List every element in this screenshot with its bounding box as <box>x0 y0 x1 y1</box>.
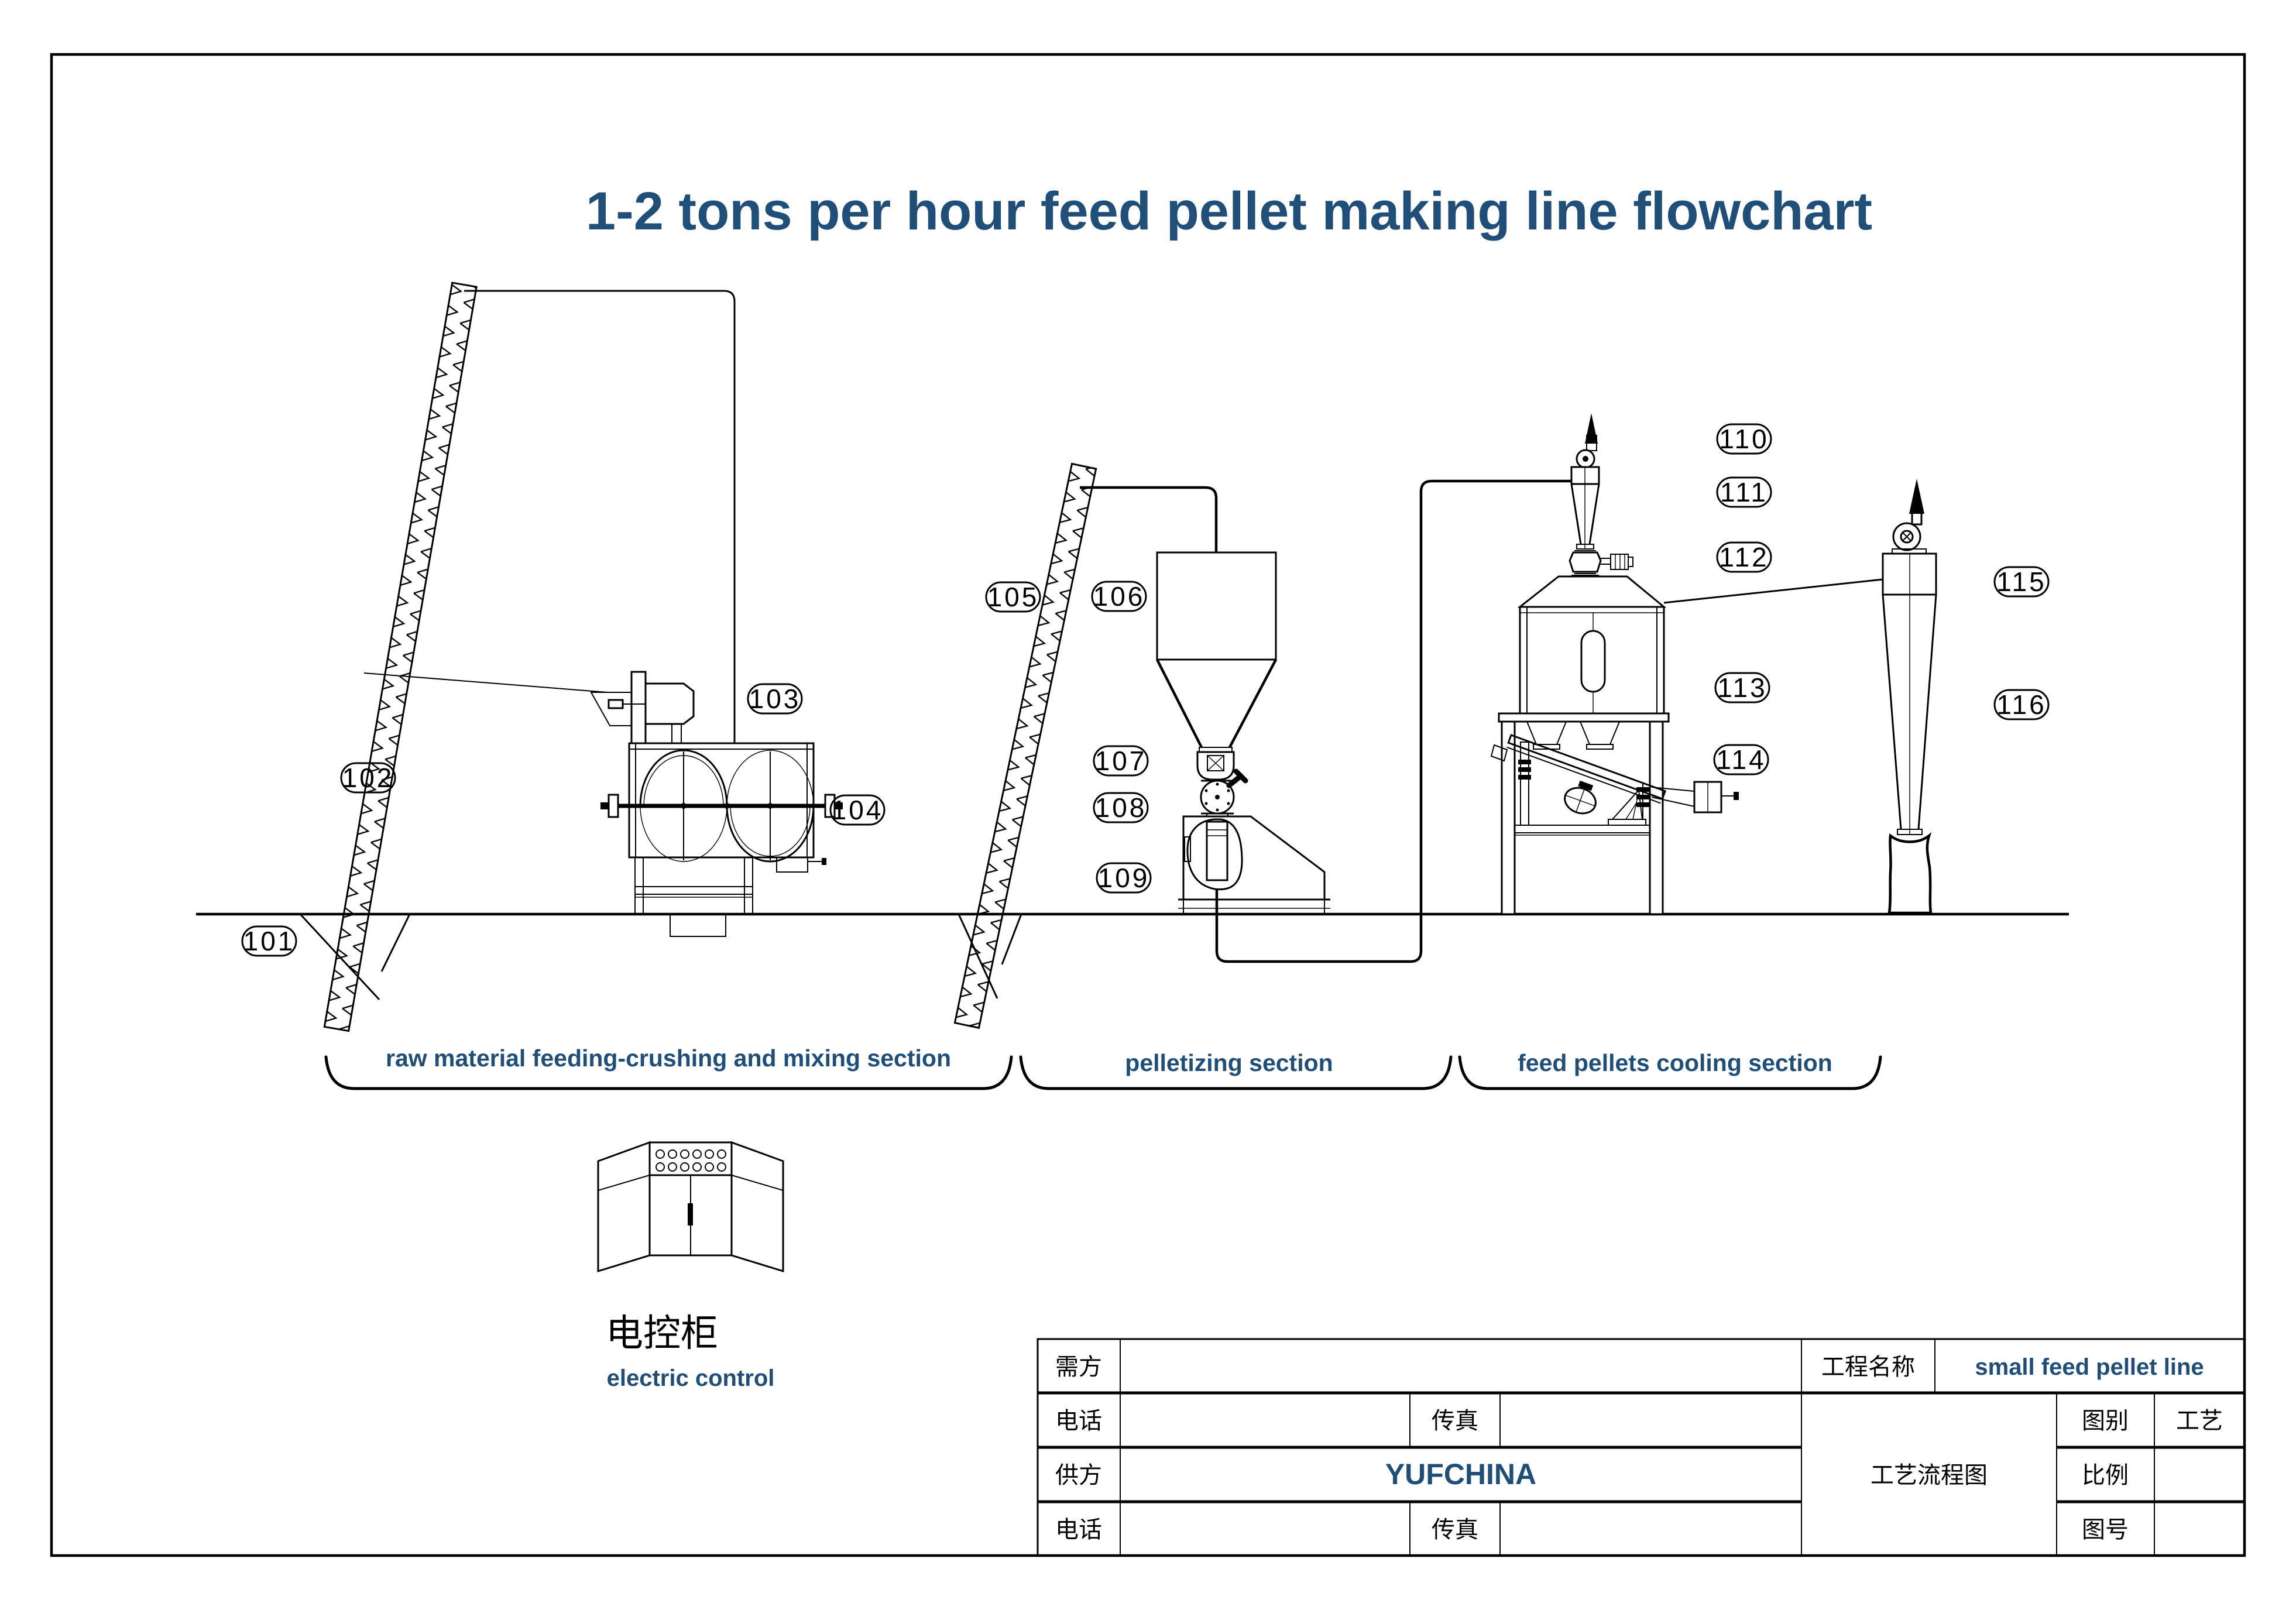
svg-text:101: 101 <box>243 926 296 956</box>
component-label-105: 105 <box>985 581 1041 613</box>
drawing-title-cell: 工艺流程图 <box>1871 1462 1988 1489</box>
supplier-label: 供方 <box>1055 1462 1102 1489</box>
drawing-no-label: 图号 <box>2082 1516 2129 1543</box>
component-label-111: 111 <box>1716 476 1772 508</box>
title-block: 需方 电话 传真 供方 电话 传真 工程名称 small feed pellet… <box>1037 1338 2246 1557</box>
svg-text:109: 109 <box>1098 863 1150 893</box>
electric-control-caption-en: electric control <box>607 1365 775 1391</box>
fax-label-1: 传真 <box>1432 1408 1478 1434</box>
section-label-pelletizing: pelletizing section <box>1125 1049 1333 1076</box>
rotary-airlock-112 <box>1569 550 1633 580</box>
project-name-label: 工程名称 <box>1821 1354 1915 1381</box>
cooler-exhaust-pipe <box>1663 578 1883 604</box>
section-brace-pelletizing <box>1019 1055 1453 1090</box>
project-name-value: small feed pellet line <box>1975 1354 2204 1380</box>
component-label-109: 109 <box>1096 862 1152 894</box>
electric-control-cabinet <box>597 1141 784 1273</box>
hopper-feed-pipe <box>1080 486 1218 552</box>
fax-label-2: 传真 <box>1432 1516 1478 1543</box>
feeder-107 <box>1196 751 1235 781</box>
component-label-116: 116 <box>1993 689 2050 720</box>
svg-text:113: 113 <box>1717 672 1767 703</box>
electric-control-caption-zh: 电控柜 <box>606 1312 718 1355</box>
cyclone-111 <box>1570 466 1600 550</box>
exhaust-fan-110 <box>1576 413 1598 469</box>
section-brace-cooling <box>1458 1055 1882 1090</box>
page-title: 1-2 tons per hour feed pellet making lin… <box>586 181 1872 241</box>
svg-text:103: 103 <box>749 684 801 714</box>
component-labels: 101 102 103 104 105 106 107 108 <box>241 423 2050 957</box>
hopper-106 <box>1155 551 1277 753</box>
section-brace-raw-material <box>324 1055 1013 1090</box>
ribbon-mixer-104 <box>600 742 843 915</box>
screw-conveyor-102 <box>323 282 478 1032</box>
component-label-115: 115 <box>1993 566 2050 598</box>
component-label-104: 104 <box>829 794 886 826</box>
component-label-107: 107 <box>1093 745 1149 777</box>
svg-text:108: 108 <box>1095 792 1147 823</box>
svg-text:112: 112 <box>1719 542 1769 572</box>
component-label-113: 113 <box>1714 672 1770 703</box>
svg-text:114: 114 <box>1716 744 1766 775</box>
phone-label-2: 电话 <box>1055 1516 1102 1543</box>
component-label-103: 103 <box>747 683 803 715</box>
crusher-motor-103 <box>608 671 695 746</box>
svg-text:115: 115 <box>1996 567 2046 597</box>
cyclone-116 <box>1882 552 1937 835</box>
drawing-type-value: 工艺 <box>2176 1408 2223 1434</box>
component-label-102: 102 <box>340 762 396 794</box>
counterflow-cooler-113 <box>1498 575 1670 915</box>
section-braces <box>324 1055 1882 1090</box>
screw-conveyor-105 <box>953 462 1097 1029</box>
svg-text:106: 106 <box>1093 581 1145 612</box>
exhaust-fan-115 <box>1892 479 1927 554</box>
cabinet-indicator-lights <box>655 1149 726 1172</box>
scale-label: 比例 <box>2082 1462 2129 1489</box>
pneumatic-conveying-duct <box>1215 479 1571 963</box>
mixer-foundation <box>670 914 726 937</box>
cabinet-door-handle <box>688 1203 693 1225</box>
svg-text:104: 104 <box>832 795 884 825</box>
section-label-raw-material: raw material feeding-crushing and mixing… <box>386 1045 951 1072</box>
discharge-bag <box>1887 832 1933 915</box>
component-label-114: 114 <box>1713 744 1769 775</box>
svg-text:105: 105 <box>987 582 1039 612</box>
svg-text:111: 111 <box>1720 477 1768 507</box>
component-label-106: 106 <box>1091 581 1147 612</box>
svg-text:116: 116 <box>1996 689 2046 720</box>
component-label-110: 110 <box>1716 423 1772 455</box>
conveyor-discharge-duct <box>464 290 736 743</box>
supplier-value: YUFCHINA <box>1385 1458 1536 1491</box>
section-label-cooling: feed pellets cooling section <box>1518 1049 1832 1076</box>
air-arrow-icon <box>1909 479 1924 514</box>
pellet-mill-109 <box>1178 815 1330 914</box>
component-label-108: 108 <box>1093 792 1149 823</box>
vibrating-screen-114 <box>1490 734 1739 826</box>
svg-text:110: 110 <box>1719 424 1769 454</box>
svg-text:107: 107 <box>1095 746 1147 776</box>
component-label-112: 112 <box>1716 541 1772 573</box>
drawing-type-label: 图别 <box>2082 1408 2129 1434</box>
conditioner-108 <box>1200 768 1248 822</box>
buyer-label: 需方 <box>1055 1354 1102 1381</box>
air-arrow-icon <box>1585 413 1598 444</box>
phone-label-1: 电话 <box>1055 1408 1102 1434</box>
component-label-101: 101 <box>241 925 297 957</box>
svg-text:102: 102 <box>342 763 394 793</box>
